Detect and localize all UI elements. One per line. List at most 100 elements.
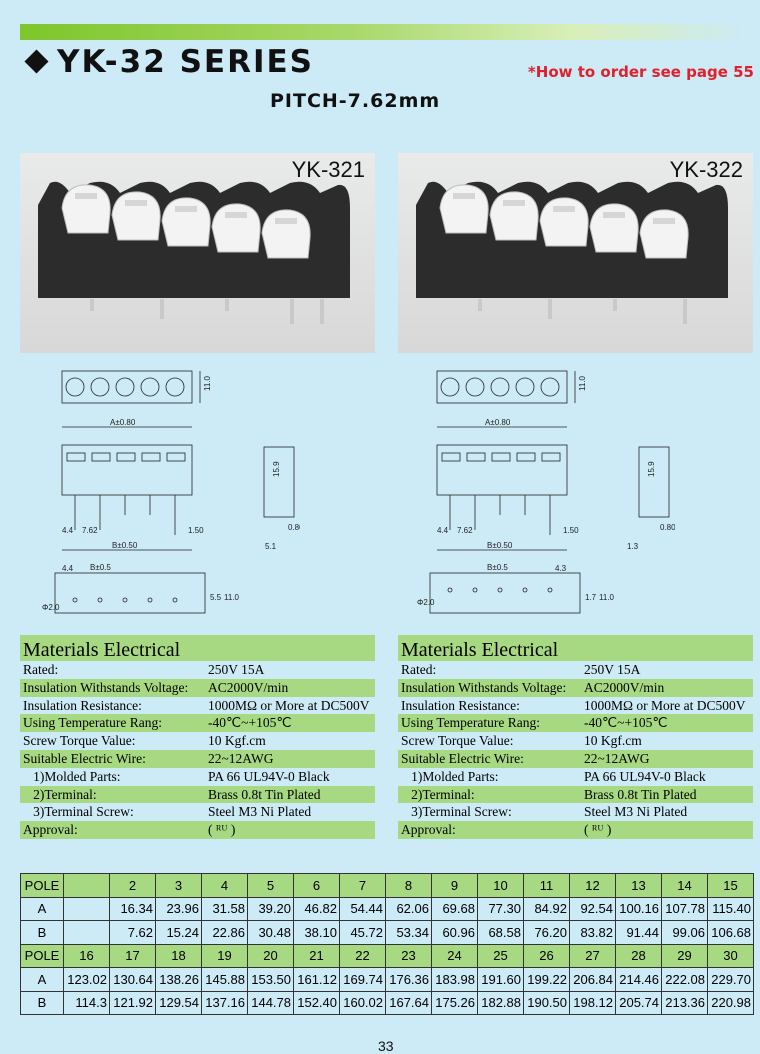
- dim-pin-w: 0.80: [660, 523, 675, 532]
- table-cell: 161.12: [293, 967, 340, 992]
- table-cell: 25: [477, 943, 524, 968]
- table-cell: 54.44: [339, 896, 386, 921]
- materials-row: 2)Terminal:Brass 0.8t Tin Plated: [398, 785, 753, 804]
- table-cell: 99.06: [661, 920, 708, 945]
- materials-row: 2)Terminal:Brass 0.8t Tin Plated: [20, 785, 375, 804]
- product-photo-yk321: YK-321: [20, 153, 375, 353]
- table-cell: 46.82: [293, 896, 340, 921]
- materials-heading: Materials Electrical: [398, 635, 753, 661]
- table-cell: 121.92: [109, 990, 156, 1015]
- materials-panel-right: Materials Electrical Rated:250V 15A Insu…: [398, 635, 753, 839]
- table-cell: 175.26: [431, 990, 478, 1015]
- table-cell: 16: [63, 943, 110, 968]
- table-cell: 84.92: [523, 896, 570, 921]
- table-cell: 14: [661, 873, 708, 898]
- technical-drawing-right: 11.0 A±0.80 4.4 7.62 1.50 B±0.50 0.80 1.…: [417, 370, 675, 614]
- dim-pcb-h2: 11.0: [599, 593, 615, 602]
- materials-row: Approval:( ᴿᵁ ): [20, 821, 375, 839]
- table-cell: 20: [247, 943, 294, 968]
- table-cell: 220.98: [707, 990, 754, 1015]
- page-title: YK-32 SERIES: [22, 44, 314, 80]
- table-cell: 45.72: [339, 920, 386, 945]
- dim-pin-gap: 4.4: [62, 526, 74, 535]
- dim-side-base: 1.3: [627, 542, 639, 551]
- technical-drawing-left: 11.0 A±0.80 4.4 7.62 1.50 B±0.50 0.80 5.…: [42, 370, 300, 614]
- table-cell: 11: [523, 873, 570, 898]
- table-row-label: B: [20, 990, 64, 1015]
- series-title: YK-32 SERIES: [57, 44, 314, 80]
- table-cell: 107.78: [661, 896, 708, 921]
- table-cell: 176.36: [385, 967, 432, 992]
- table-cell: 68.58: [477, 920, 524, 945]
- table-row-label: POLE: [20, 873, 64, 898]
- table-cell: 183.98: [431, 967, 478, 992]
- table-cell: 83.82: [569, 920, 616, 945]
- pitch-label: PITCH-7.62mm: [270, 90, 441, 112]
- materials-row: 1)Molded Parts:PA 66 UL94V-0 Black: [23, 768, 330, 784]
- table-cell: 138.26: [155, 967, 202, 992]
- table-cell: 145.88: [201, 967, 248, 992]
- page-number: 33: [378, 1038, 394, 1054]
- table-cell: 92.54: [569, 896, 616, 921]
- dim-pin-w: 0.80: [288, 523, 300, 532]
- table-cell: 199.22: [523, 967, 570, 992]
- materials-row: 1)Molded Parts:PA 66 UL94V-0 Black: [401, 768, 706, 784]
- table-cell: 23.96: [155, 896, 202, 921]
- table-cell: 22.86: [201, 920, 248, 945]
- model-label: YK-322: [669, 157, 743, 182]
- table-cell: [63, 873, 110, 898]
- dim-hole: Φ2.0: [42, 603, 60, 612]
- top-accent-bar: [20, 24, 756, 40]
- diamond-bullet-icon: [24, 49, 49, 74]
- table-cell: 8: [385, 873, 432, 898]
- table-cell: 214.46: [615, 967, 662, 992]
- table-cell: 9: [431, 873, 478, 898]
- table-row-label: A: [20, 967, 64, 992]
- table-cell: 12: [569, 873, 616, 898]
- table-cell: [63, 896, 110, 921]
- model-label: YK-321: [291, 157, 365, 182]
- dim-pin-len: 1.50: [188, 526, 204, 535]
- dim-pcb-h1: 1.7: [585, 593, 597, 602]
- materials-row: Using Temperature Rang:-40℃~+105℃: [398, 714, 753, 733]
- table-row-label: POLE: [20, 943, 64, 968]
- dim-b2: B±0.5: [90, 563, 111, 572]
- dim-hole: Φ2.0: [417, 598, 435, 607]
- table-cell: 19: [201, 943, 248, 968]
- table-cell: 137.16: [201, 990, 248, 1015]
- table-cell: 144.78: [247, 990, 294, 1015]
- table-cell: 26: [523, 943, 570, 968]
- table-cell: 114.3: [63, 990, 110, 1015]
- product-photo-yk322: YK-322: [398, 153, 753, 353]
- dim-b: B±0.50: [112, 541, 138, 550]
- materials-row: Using Temperature Rang:-40℃~+105℃: [20, 714, 375, 733]
- dim-h-top: 11.0: [203, 375, 212, 391]
- table-cell: 27: [569, 943, 616, 968]
- dim-edge: 4.3: [555, 564, 567, 573]
- table-cell: 16.34: [109, 896, 156, 921]
- ul-approval-mark: ( ᴿᵁ ): [584, 822, 612, 838]
- table-cell: 213.36: [661, 990, 708, 1015]
- dim-a: A±0.80: [110, 418, 136, 427]
- table-row-label: B: [20, 920, 64, 945]
- ul-approval-mark: ( ᴿᵁ ): [208, 822, 236, 838]
- dim-pitch: 7.62: [82, 526, 98, 535]
- table-cell: 7: [339, 873, 386, 898]
- table-cell: 152.40: [293, 990, 340, 1015]
- table-cell: 17: [109, 943, 156, 968]
- table-cell: 191.60: [477, 967, 524, 992]
- materials-row: Insulation Withstands Voltage:AC2000V/mi…: [398, 678, 753, 697]
- materials-row: Screw Torque Value:10 Kgf.cm: [401, 733, 642, 749]
- table-cell: 7.62: [109, 920, 156, 945]
- table-cell: 69.68: [431, 896, 478, 921]
- table-cell: 24: [431, 943, 478, 968]
- table-cell: 18: [155, 943, 202, 968]
- table-cell: 39.20: [247, 896, 294, 921]
- table-cell: 15.24: [155, 920, 202, 945]
- table-cell: 182.88: [477, 990, 524, 1015]
